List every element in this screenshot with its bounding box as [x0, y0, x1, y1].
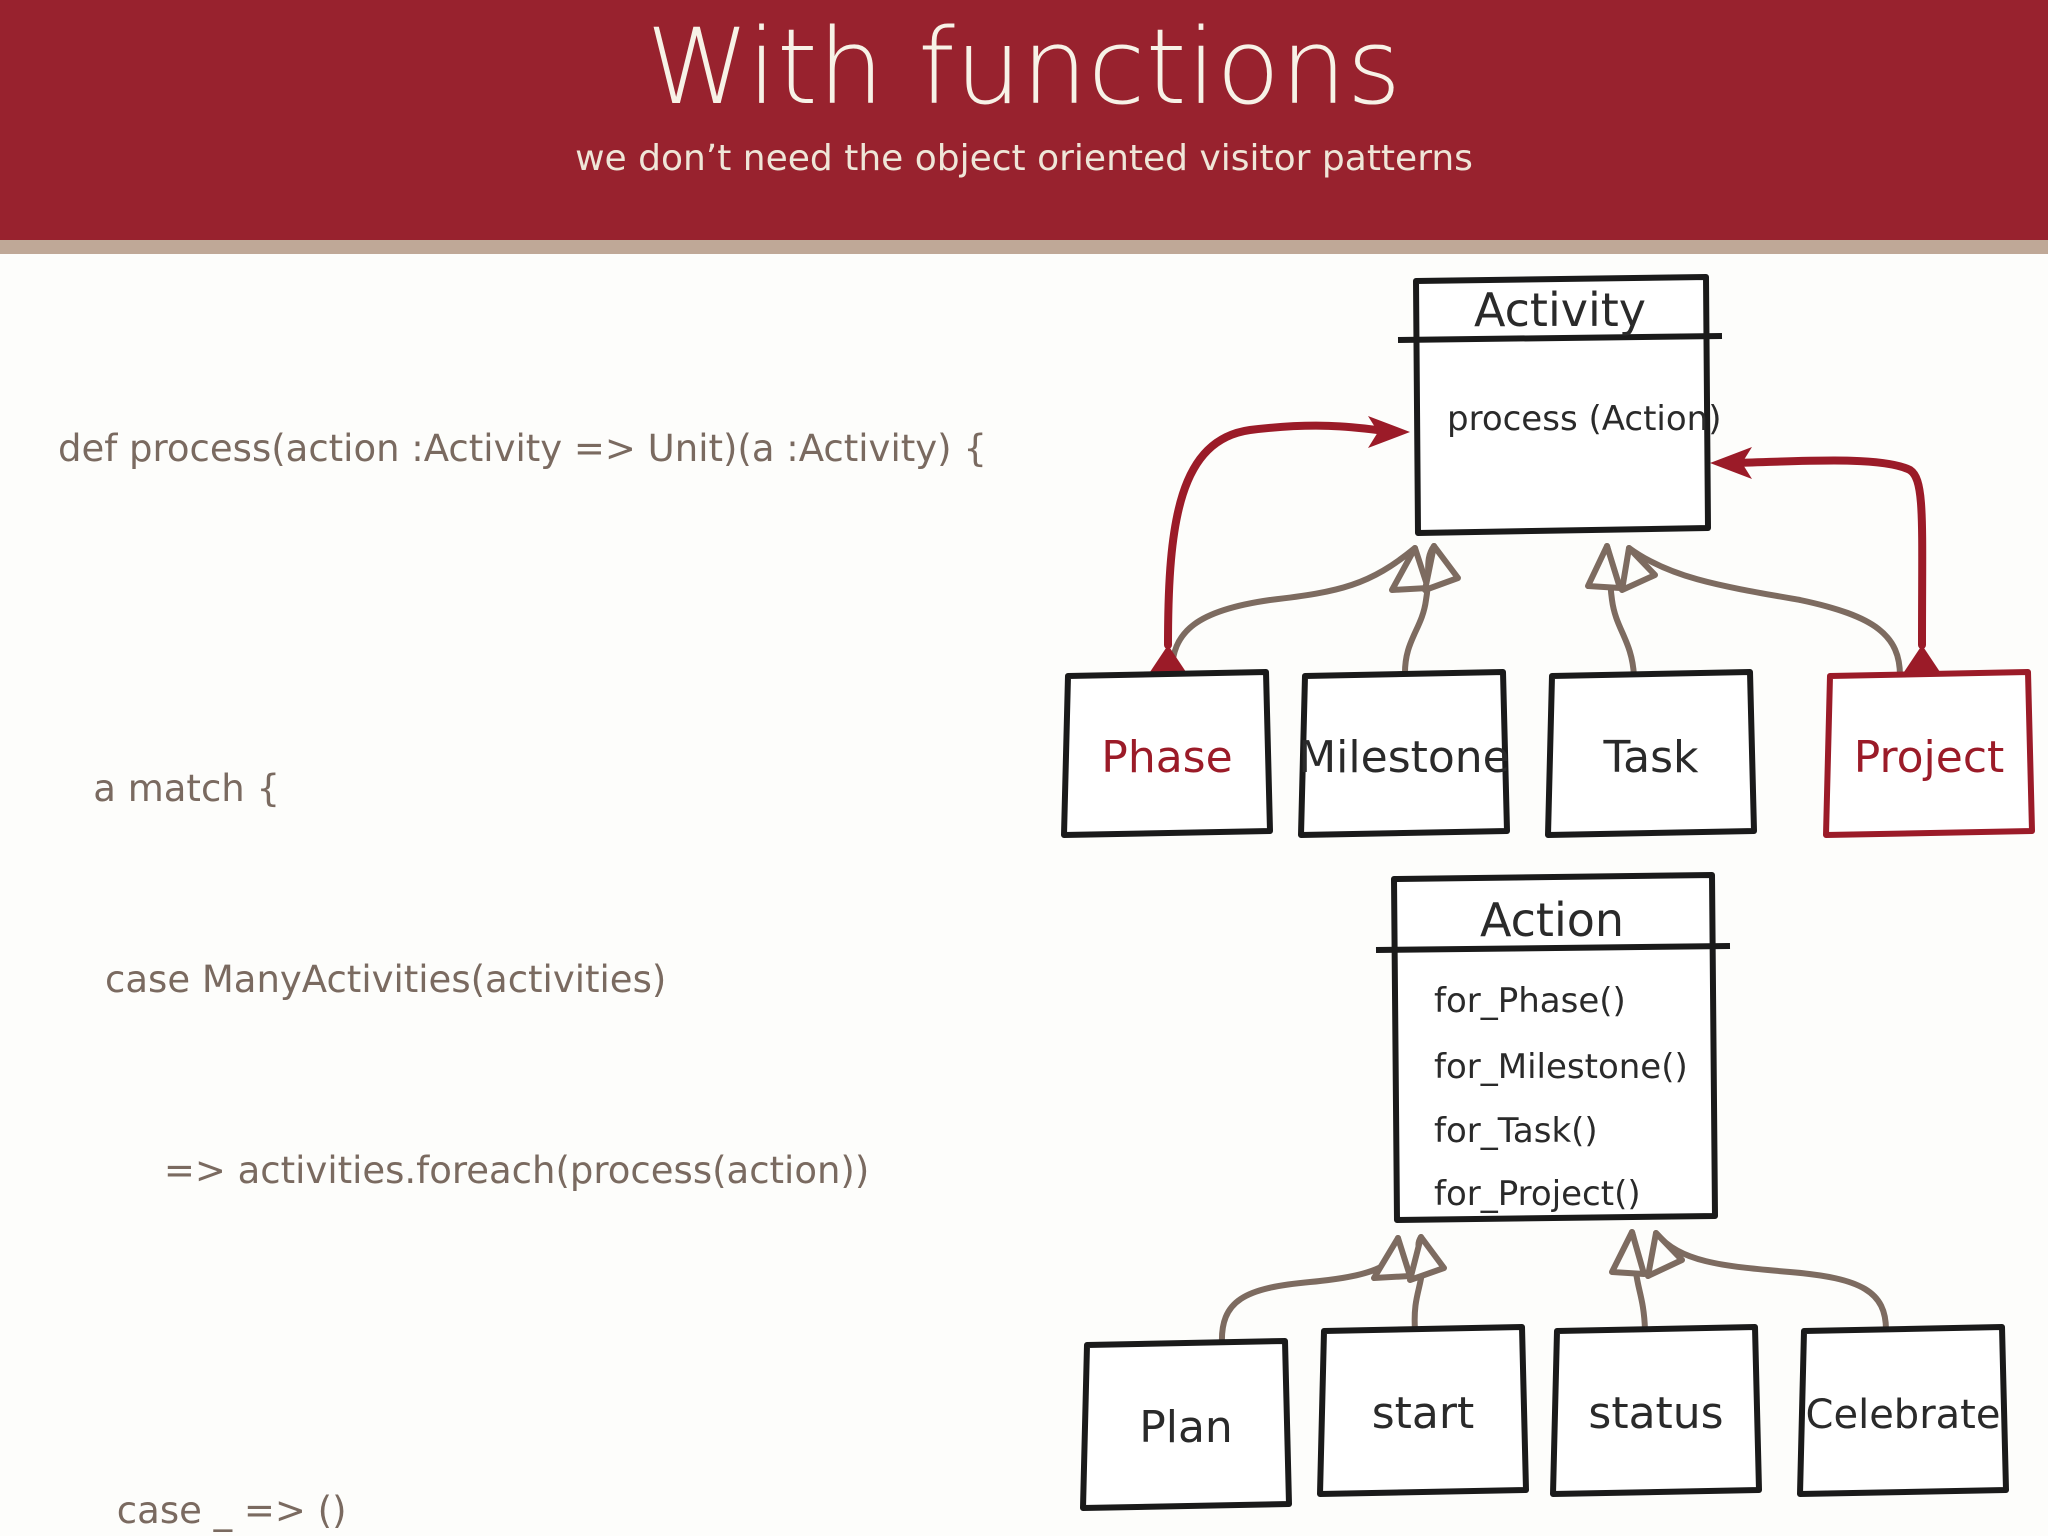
subclass-box-start-outline	[1317, 1324, 1529, 1497]
subclass-box-status-outline	[1550, 1324, 1762, 1497]
subclass-label-start: start	[1372, 1388, 1474, 1439]
code-line	[58, 608, 958, 630]
page-subtitle: we don’t need the object oriented visito…	[575, 138, 1473, 179]
composition-edge-project-activity	[1728, 456, 1927, 649]
composition-arrowhead-to-activity-right	[1710, 447, 1752, 479]
composition-diamond-project	[1904, 645, 1940, 700]
subclass-label-status: status	[1588, 1388, 1723, 1439]
inheritance-arrowheads-action	[1371, 1229, 1685, 1283]
subclass-label-milestone: Milestone	[1298, 732, 1510, 783]
code-line	[58, 1330, 958, 1352]
inherit-edge-status-action	[1629, 1229, 1648, 1333]
inherit-edge-task-activity	[1604, 543, 1637, 679]
subclass-box-task[interactable]: Task	[1545, 669, 1757, 838]
inherit-arrowhead-celebrate	[1645, 1230, 1685, 1279]
class-name-action: Action	[1480, 893, 1624, 947]
class-name-activity: Activity	[1474, 283, 1646, 337]
composition-edges	[1164, 421, 1927, 649]
subclass-box-celebrate[interactable]: Celebrate	[1797, 1324, 2009, 1497]
inherit-arrowhead-task	[1585, 543, 1623, 591]
inheritance-edges-activity	[1168, 543, 1903, 679]
class-box-activity-outline	[1413, 274, 1711, 536]
inherit-edge-milestone-activity	[1401, 543, 1437, 679]
code-line: case ManyActivities(activities)	[58, 958, 667, 1002]
class-box-action-divider	[1375, 943, 1731, 953]
slide-header-band	[0, 0, 2048, 240]
composition-arrowheads	[1368, 416, 1752, 479]
subclass-label-plan: Plan	[1139, 1402, 1233, 1453]
inherit-edge-project-activity	[1626, 545, 1903, 679]
subclass-box-project[interactable]: Project	[1823, 669, 2035, 838]
class-box-activity[interactable]: Activity process (Action)	[1397, 274, 1723, 536]
page-title: With functions	[646, 6, 1402, 128]
inherit-edge-start-action	[1411, 1234, 1426, 1333]
code-line: => activities.foreach(process(action))	[58, 1149, 870, 1193]
class-member-action-3: for_Project()	[1434, 1174, 1641, 1214]
subclass-box-project-outline	[1823, 669, 2035, 838]
subclass-label-project: Project	[1854, 732, 2005, 783]
class-member-action-2: for_Task()	[1434, 1111, 1598, 1151]
code-block: def process(action :Activity => Unit)(a …	[58, 290, 987, 1536]
code-line: def process(action :Activity => Unit)(a …	[58, 427, 987, 471]
header-accent-stripe	[0, 240, 2048, 254]
inherit-arrowhead-phase	[1389, 545, 1431, 593]
subclass-box-status[interactable]: status	[1550, 1324, 1762, 1497]
inherit-arrowhead-plan	[1371, 1235, 1413, 1281]
composition-diamonds	[1150, 645, 1940, 700]
inheritance-edges-action	[1218, 1229, 1889, 1348]
subclass-box-task-outline	[1545, 669, 1757, 838]
subclass-label-celebrate: Celebrate	[1806, 1392, 2001, 1438]
inherit-edge-phase-activity	[1168, 545, 1418, 679]
composition-edge-phase-activity	[1164, 421, 1399, 649]
subclass-box-plan-outline	[1080, 1338, 1292, 1511]
subclass-box-milestone[interactable]: Milestone	[1298, 669, 1510, 838]
code-line: a match {	[58, 767, 281, 811]
subclass-box-milestone-outline	[1298, 669, 1510, 838]
class-member-activity-0: process (Action)	[1447, 399, 1721, 439]
subclass-box-start[interactable]: start	[1317, 1324, 1529, 1497]
inheritance-arrowheads-activity	[1389, 543, 1658, 593]
subclass-label-phase: Phase	[1101, 732, 1232, 783]
code-line: case _ => ()	[58, 1489, 347, 1533]
class-member-action-0: for_Phase()	[1434, 981, 1626, 1021]
composition-arrowhead-to-activity-left	[1368, 416, 1410, 448]
inherit-arrowhead-milestone	[1422, 543, 1461, 593]
inherit-arrowhead-start	[1407, 1234, 1447, 1283]
class-box-action[interactable]: Action for_Phase() for_Milestone() for_T…	[1375, 872, 1731, 1223]
inherit-edge-plan-action	[1218, 1235, 1402, 1348]
subclass-box-celebrate-outline	[1797, 1324, 2009, 1497]
inherit-arrowhead-status	[1609, 1229, 1647, 1277]
subclass-box-phase[interactable]: Phase	[1061, 669, 1273, 838]
class-box-activity-divider	[1397, 333, 1723, 343]
inherit-edge-celebrate-action	[1653, 1230, 1889, 1333]
class-box-action-outline	[1391, 872, 1718, 1223]
subclass-box-phase-outline	[1061, 669, 1273, 838]
class-member-action-1: for_Milestone()	[1434, 1047, 1688, 1087]
subclass-label-task: Task	[1603, 732, 1699, 783]
inherit-arrowhead-project	[1619, 545, 1658, 593]
subclass-box-plan[interactable]: Plan	[1080, 1338, 1292, 1511]
composition-diamond-phase	[1150, 645, 1186, 700]
